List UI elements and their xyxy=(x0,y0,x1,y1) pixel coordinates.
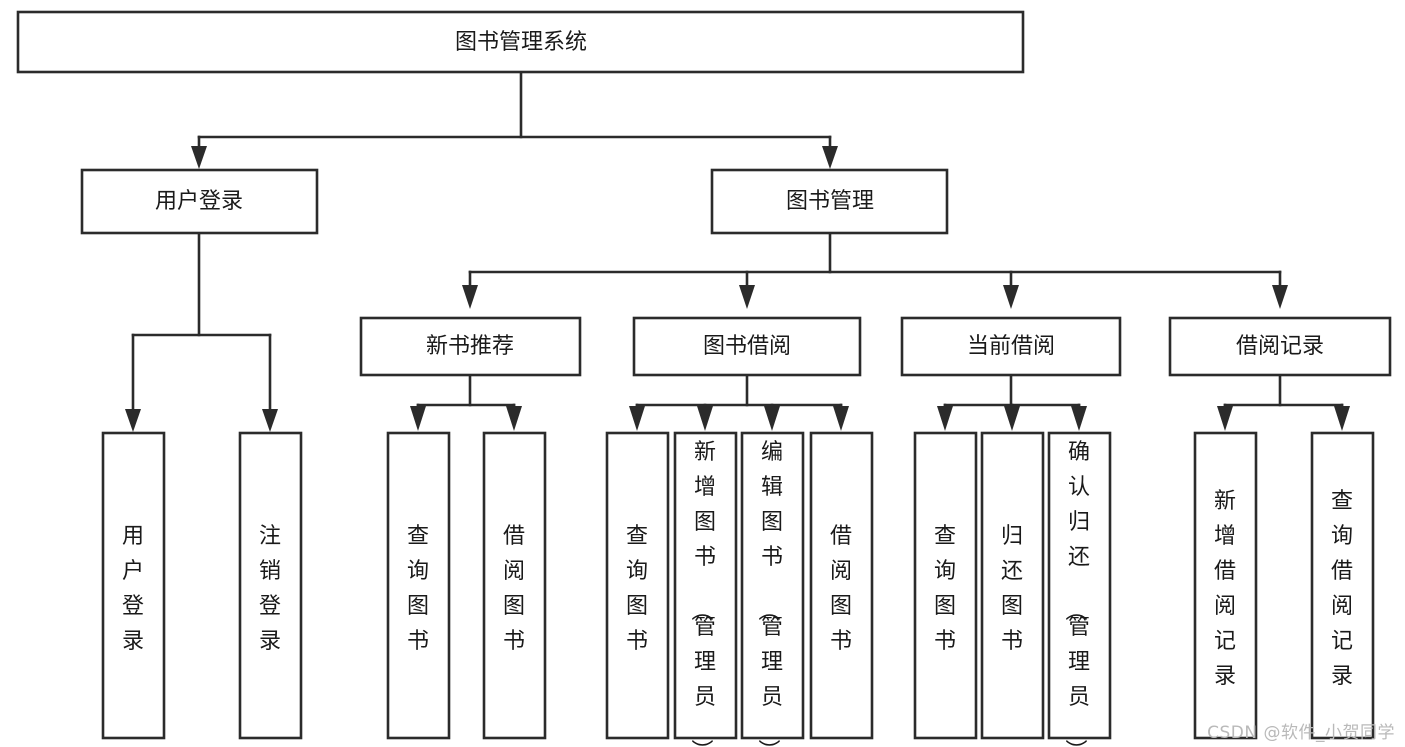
connectors-user-login-to-children xyxy=(125,231,278,432)
node-leaf-search-borrow-record[interactable]: 查询借阅记录 xyxy=(1310,431,1375,740)
arrow-head-book-borrow-child-2 xyxy=(764,406,780,431)
node-borrow-record[interactable]: 借阅记录 xyxy=(1168,316,1392,377)
node-leaf-user-login-box[interactable] xyxy=(101,431,166,740)
node-leaf-add-book-admin-label: 新增图书（管理员） xyxy=(688,440,716,747)
node-leaf-return-book[interactable]: 归还图书 xyxy=(980,431,1045,740)
node-leaf-edit-book-admin-box[interactable] xyxy=(740,431,805,740)
node-leaf-newbook-search-book-box[interactable] xyxy=(386,431,451,740)
node-leaf-user-login-label: 用户登录 xyxy=(122,524,144,654)
node-current-borrow[interactable]: 当前借阅 xyxy=(900,316,1122,377)
node-book-borrow[interactable]: 图书借阅 xyxy=(632,316,862,377)
arrow-head-level3-3 xyxy=(1272,285,1288,309)
node-root-label: 图书管理系统 xyxy=(455,30,587,55)
node-new-book-recommend-label: 新书推荐 xyxy=(426,334,514,359)
node-leaf-search-borrow-record-box[interactable] xyxy=(1310,431,1375,740)
connectors-current-borrow-to-children xyxy=(937,373,1087,431)
node-current-borrow-label: 当前借阅 xyxy=(967,334,1055,359)
arrow-head-level3-0 xyxy=(462,285,478,309)
arrow-head-level3-2 xyxy=(1003,285,1019,309)
node-leaf-borrow-search-book-box[interactable] xyxy=(605,431,670,740)
node-leaf-current-search-book[interactable]: 查询图书 xyxy=(913,431,978,740)
node-leaf-current-search-book-label: 查询图书 xyxy=(934,524,956,654)
connectors-borrow-record-to-children xyxy=(1217,373,1350,431)
connectors-root-to-level2 xyxy=(191,70,838,169)
node-leaf-borrow-book[interactable]: 借阅图书 xyxy=(809,431,874,740)
node-borrow-record-label: 借阅记录 xyxy=(1236,334,1324,359)
arrow-head-current-borrow-child-1 xyxy=(1004,406,1020,431)
arrow-head-new-book-child-0 xyxy=(410,406,426,431)
node-new-book-recommend[interactable]: 新书推荐 xyxy=(359,316,582,377)
node-user-login-label: 用户登录 xyxy=(155,189,243,214)
node-leaf-add-book-admin[interactable]: 新增图书（管理员） xyxy=(673,431,738,747)
node-book-borrow-box[interactable] xyxy=(632,316,862,377)
node-book-management-box[interactable] xyxy=(710,168,949,235)
arrow-head-user-login xyxy=(191,146,207,169)
arrow-head-borrow-record-child-0 xyxy=(1217,406,1233,431)
arrow-head-new-book-child-1 xyxy=(506,406,522,431)
node-leaf-newbook-borrow-book-box[interactable] xyxy=(482,431,547,740)
node-leaf-borrow-book-box[interactable] xyxy=(809,431,874,740)
node-leaf-add-borrow-record-label: 新增借阅记录 xyxy=(1214,489,1236,689)
node-leaf-newbook-borrow-book[interactable]: 借阅图书 xyxy=(482,431,547,740)
node-leaf-confirm-return-admin[interactable]: 确认归还（管理员） xyxy=(1047,431,1112,747)
node-leaf-borrow-search-book[interactable]: 查询图书 xyxy=(605,431,670,740)
arrow-head-book-mgmt xyxy=(822,146,838,169)
node-new-book-recommend-box[interactable] xyxy=(359,316,582,377)
node-leaf-confirm-return-admin-box[interactable] xyxy=(1047,431,1112,740)
node-leaf-confirm-return-admin-label: 确认归还（管理员） xyxy=(1062,440,1090,747)
node-leaf-logout-label: 注销登录 xyxy=(259,524,281,654)
node-leaf-search-borrow-record-label: 查询借阅记录 xyxy=(1331,489,1353,689)
node-leaf-newbook-borrow-book-label: 借阅图书 xyxy=(503,524,525,654)
arrow-head-user-login-child-1 xyxy=(262,409,278,432)
node-leaf-edit-book-admin-label: 编辑图书（管理员） xyxy=(755,440,783,747)
arrow-head-user-login-child-0 xyxy=(125,409,141,432)
arrow-head-book-borrow-child-3 xyxy=(833,406,849,431)
node-book-management[interactable]: 图书管理 xyxy=(710,168,949,235)
node-leaf-user-login[interactable]: 用户登录 xyxy=(101,431,166,740)
node-leaf-borrow-book-label: 借阅图书 xyxy=(830,524,852,654)
node-borrow-record-box[interactable] xyxy=(1168,316,1392,377)
node-root-box[interactable] xyxy=(16,10,1025,74)
node-leaf-borrow-search-book-label: 查询图书 xyxy=(626,524,648,654)
connectors-book-mgmt-to-level3 xyxy=(462,231,1288,309)
node-current-borrow-box[interactable] xyxy=(900,316,1122,377)
node-user-login[interactable]: 用户登录 xyxy=(80,168,319,235)
node-leaf-return-book-box[interactable] xyxy=(980,431,1045,740)
arrow-head-book-borrow-child-0 xyxy=(629,406,645,431)
node-root[interactable]: 图书管理系统 xyxy=(16,10,1025,74)
node-book-management-label: 图书管理 xyxy=(786,189,874,214)
node-leaf-add-borrow-record-box[interactable] xyxy=(1193,431,1258,740)
node-leaf-newbook-search-book-label: 查询图书 xyxy=(407,524,429,654)
node-leaf-add-book-admin-box[interactable] xyxy=(673,431,738,740)
connectors-new-book-to-children xyxy=(410,373,522,431)
arrow-head-current-borrow-child-0 xyxy=(937,406,953,431)
node-user-login-box[interactable] xyxy=(80,168,319,235)
arrow-head-book-borrow-child-1 xyxy=(697,406,713,431)
node-leaf-newbook-search-book[interactable]: 查询图书 xyxy=(386,431,451,740)
arrow-head-level3-1 xyxy=(739,285,755,309)
connectors-book-borrow-to-children xyxy=(629,373,849,431)
node-leaf-logout-box[interactable] xyxy=(238,431,303,740)
node-leaf-add-borrow-record[interactable]: 新增借阅记录 xyxy=(1193,431,1258,740)
arrow-head-borrow-record-child-1 xyxy=(1334,406,1350,431)
node-leaf-logout[interactable]: 注销登录 xyxy=(238,431,303,740)
node-leaf-current-search-book-box[interactable] xyxy=(913,431,978,740)
node-leaf-edit-book-admin[interactable]: 编辑图书（管理员） xyxy=(740,431,805,747)
node-book-borrow-label: 图书借阅 xyxy=(703,334,791,359)
node-leaf-return-book-label: 归还图书 xyxy=(1001,524,1023,654)
arrow-head-current-borrow-child-2 xyxy=(1071,406,1087,431)
